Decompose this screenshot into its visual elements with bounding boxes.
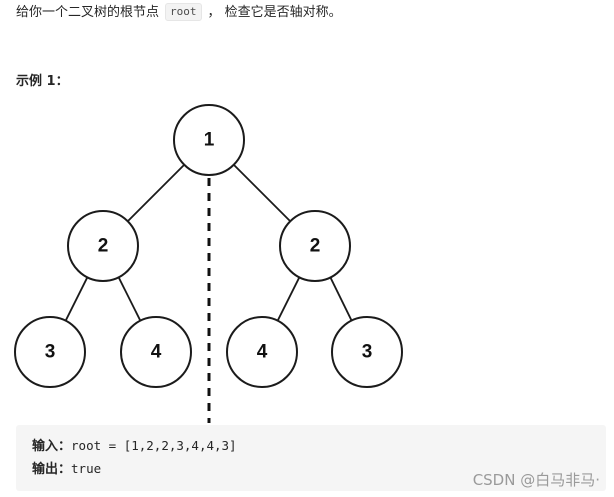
node-label: 3 xyxy=(362,342,373,363)
node-label: 2 xyxy=(310,236,321,257)
output-label: 输出： xyxy=(32,462,72,477)
tree-node-n2l: 2 xyxy=(67,210,139,282)
example-heading: 示例 1： xyxy=(16,74,69,89)
inline-code-root: root xyxy=(165,3,202,21)
node-circle xyxy=(67,210,139,282)
tree-edge-n1-n2l xyxy=(127,164,185,222)
node-circle xyxy=(331,316,403,388)
tree-edges xyxy=(64,164,353,322)
node-circle xyxy=(279,210,351,282)
node-circle xyxy=(173,104,245,176)
input-label: 输入： xyxy=(32,439,72,454)
tree-node-n3a: 3 xyxy=(14,316,86,388)
input-row: 输入：root = [1,2,2,3,4,4,3] xyxy=(32,437,237,456)
tree-nodes: 1 2 2 3 4 4 3 xyxy=(14,104,403,388)
tree-node-n3b: 3 xyxy=(331,316,403,388)
node-circle xyxy=(120,316,192,388)
tree-node-n1: 1 xyxy=(173,104,245,176)
example-io-box: 输入：root = [1,2,2,3,4,4,3] 输出：true xyxy=(16,425,606,491)
output-value: true xyxy=(71,461,102,476)
node-label: 4 xyxy=(151,342,162,363)
node-label: 2 xyxy=(98,236,109,257)
node-label: 3 xyxy=(45,342,56,363)
output-row: 输出：true xyxy=(32,460,101,479)
input-value: root = [1,2,2,3,4,4,3] xyxy=(71,438,237,453)
node-label: 4 xyxy=(257,342,268,363)
tree-edge-n2r-n4b xyxy=(276,276,301,322)
tree-edge-n2l-n4a xyxy=(117,276,142,322)
problem-text-after: ， 检查它是否轴对称。 xyxy=(207,5,342,20)
problem-text-before: 给你一个二叉树的根节点 xyxy=(16,5,160,20)
node-circle xyxy=(226,316,298,388)
problem-statement: 给你一个二叉树的根节点 root ， 检查它是否轴对称。 xyxy=(16,3,342,22)
tree-edge-n2l-n3a xyxy=(64,276,89,322)
node-circle xyxy=(14,316,86,388)
tree-node-n4a: 4 xyxy=(120,316,192,388)
node-label: 1 xyxy=(204,130,215,151)
tree-node-n2r: 2 xyxy=(279,210,351,282)
tree-edge-n2r-n3b xyxy=(329,277,353,321)
tree-edge-n1-n2r xyxy=(233,164,291,222)
tree-node-n4b: 4 xyxy=(226,316,298,388)
csdn-watermark: CSDN @白马非马· xyxy=(472,471,600,489)
